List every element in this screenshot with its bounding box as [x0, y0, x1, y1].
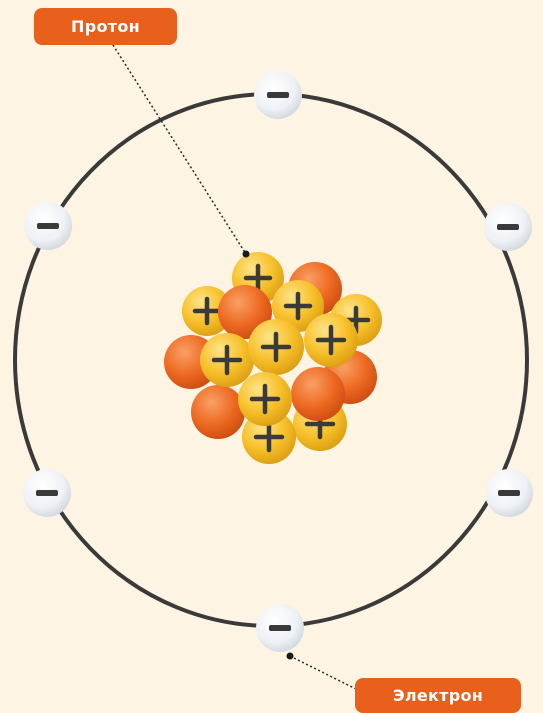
proton-leader-dot — [243, 251, 250, 258]
electron-leader-line — [290, 656, 358, 690]
electron-leader-dot — [287, 653, 294, 660]
proton — [200, 333, 254, 387]
nucleus — [164, 252, 382, 464]
neutron — [191, 385, 245, 439]
proton — [248, 319, 304, 375]
proton — [238, 372, 292, 426]
electron — [24, 202, 72, 250]
proton — [304, 313, 358, 367]
electron — [23, 469, 71, 517]
electron — [485, 469, 533, 517]
electron — [484, 203, 532, 251]
electron — [256, 604, 304, 652]
proton-label: Протон — [34, 8, 177, 45]
proton-leader-line — [113, 45, 246, 254]
neutron — [291, 367, 345, 421]
electron-label: Электрон — [355, 678, 521, 713]
electron — [254, 71, 302, 119]
